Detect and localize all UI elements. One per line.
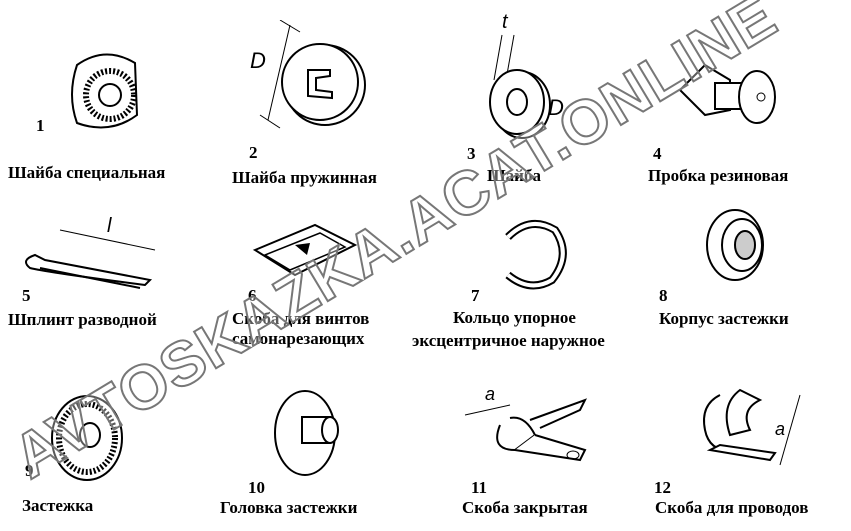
spring-washer-drawing: D: [250, 20, 380, 140]
part-number: 12: [654, 478, 671, 497]
dimension-l-label: l: [107, 215, 112, 237]
part-number: 7: [471, 286, 480, 305]
rubber-plug-drawing: [675, 55, 785, 135]
part-label: Шплинт разводной: [8, 310, 157, 329]
dimension-a-label: a: [485, 384, 495, 404]
part-number: 11: [471, 478, 488, 497]
part-label: Шайба: [487, 166, 541, 185]
part-number: 9: [25, 461, 34, 480]
part-number: 3: [467, 144, 476, 163]
cotter-pin-drawing: l: [15, 215, 165, 290]
part-number: 10: [248, 478, 265, 497]
part-number: 1: [36, 116, 45, 135]
part-label: Головка застежки: [220, 498, 358, 517]
dimension-t-label: t: [502, 11, 509, 33]
fastener-drawing: [45, 390, 135, 485]
fastener-head-drawing: [270, 385, 350, 480]
closed-clip-drawing: a: [455, 384, 595, 480]
part-number: 8: [659, 286, 668, 305]
self-tapping-clip-drawing: [245, 215, 365, 285]
part-label: Скоба для проводов: [655, 498, 809, 517]
part-label: Скоба для винтов: [232, 309, 370, 328]
dimension-a-label: a: [775, 419, 785, 439]
special-washer-drawing: [65, 45, 145, 140]
part-number: 6: [248, 286, 257, 305]
part-label: Скоба закрытая: [462, 498, 588, 517]
dimension-d-label: D: [548, 95, 564, 120]
part-label-line2: самонарезающих: [232, 329, 365, 348]
part-number: 2: [249, 143, 258, 162]
part-number: 4: [653, 144, 662, 163]
part-number: 5: [22, 286, 31, 305]
fastener-body-drawing: [700, 205, 775, 285]
part-label-line2: эксцентричное наружное: [412, 331, 605, 350]
part-label: Кольцо упорное: [453, 308, 576, 327]
part-label: Корпус застежки: [659, 309, 789, 328]
part-label: Шайба специальная: [8, 163, 166, 182]
part-label: Шайба пружинная: [232, 168, 377, 187]
wire-clip-drawing: a: [680, 375, 820, 475]
part-label: Застежка: [22, 496, 94, 515]
dimension-d-label: D: [250, 48, 266, 73]
washer-drawing: t D: [480, 11, 564, 145]
part-label: Пробка резиновая: [648, 166, 789, 185]
retaining-ring-drawing: [490, 215, 575, 295]
